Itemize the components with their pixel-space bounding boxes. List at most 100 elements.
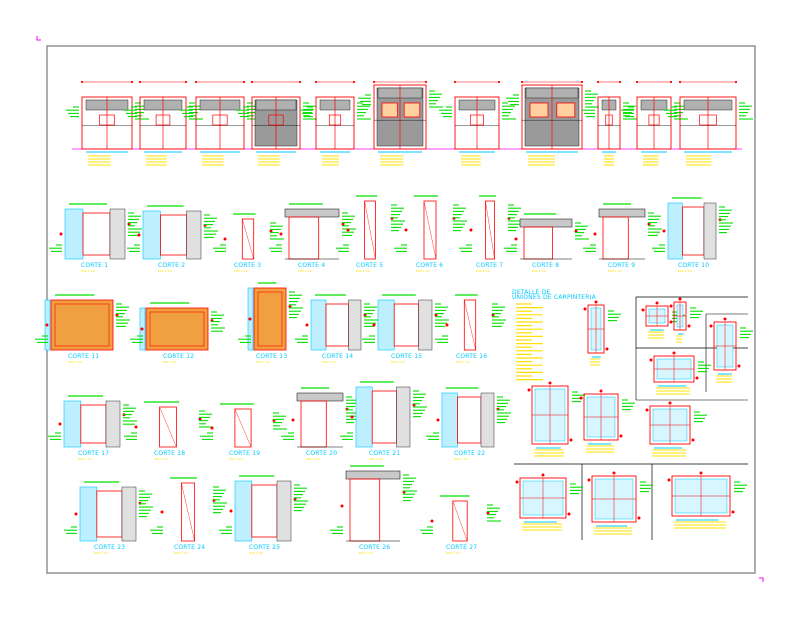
section-scale: ESC 1:10 [234, 269, 248, 273]
section-wall [355, 386, 373, 448]
section-title: CORTE 17 [78, 450, 109, 457]
section-title: CORTE 21 [369, 450, 400, 457]
section-marker [291, 418, 295, 422]
section-sill [598, 208, 646, 218]
section-stud-diagonal [242, 218, 254, 260]
elevation-hardware [648, 114, 660, 126]
detail-marker [668, 401, 672, 405]
section-title: CORTE 18 [154, 450, 185, 457]
section-marker [45, 323, 49, 327]
section-title: CORTE 27 [446, 544, 477, 551]
elevation-7 [439, 80, 516, 166]
section-stud-diagonal [423, 200, 437, 260]
section-marker [59, 232, 63, 236]
elevation-11 [664, 80, 753, 166]
section-marker [445, 323, 449, 327]
section-frame [682, 206, 705, 256]
detail-marker [737, 364, 741, 368]
section-marker [593, 232, 597, 236]
section-stud [485, 200, 495, 260]
section-title: CORTE 10 [678, 262, 709, 269]
section-title: CORTE 4 [298, 262, 325, 269]
detail-marker [709, 324, 713, 328]
section-marker [305, 323, 309, 327]
section-scale: ESC 1:10 [249, 551, 263, 555]
section-marker [514, 237, 518, 241]
detail-marker [649, 358, 653, 362]
detail-8 [645, 401, 707, 457]
section-stud-diagonal [181, 482, 195, 542]
section-marker [140, 327, 144, 331]
section-title: CORTE 14 [322, 353, 353, 360]
section-jamb [523, 226, 554, 260]
detail-marker [723, 317, 727, 321]
detail-10 [587, 471, 653, 535]
section-title: CORTE 24 [174, 544, 205, 551]
section-marker [134, 425, 138, 429]
detail-marker [515, 480, 519, 484]
section-stud [180, 482, 195, 542]
detail-marker [541, 473, 545, 477]
section-finish [348, 299, 362, 351]
section-scale: ESC 1:10 [446, 551, 460, 555]
section-scale: ESC 1:10 [94, 551, 108, 555]
section-jamb [288, 216, 320, 260]
section-title: CORTE 16 [456, 353, 487, 360]
detail-5 [649, 351, 711, 395]
section-member-inner [54, 303, 110, 347]
section-member-inner [257, 291, 283, 347]
detail-marker [599, 389, 603, 393]
section-finish [109, 208, 126, 260]
section-scale: ESC 1:10 [476, 269, 490, 273]
section-finish [276, 480, 292, 542]
section-marker [434, 313, 438, 317]
section-marker [436, 418, 440, 422]
section-title: CORTE 7 [476, 262, 503, 269]
section-frame [457, 396, 482, 444]
section-scale: ESC 1:10 [154, 457, 168, 461]
dimension-tick [130, 80, 134, 84]
section-title: CORTE 25 [249, 544, 280, 551]
elevation-hardware [328, 114, 342, 126]
section-scale: ESC 1:10 [678, 269, 692, 273]
section-scale: ESC 1:10 [391, 360, 405, 364]
section-jamb [300, 400, 327, 448]
section-frame [251, 484, 278, 538]
section-scale: ESC 1:10 [158, 269, 172, 273]
section-scale: ESC 1:10 [163, 360, 177, 364]
section-stud-diagonal [452, 500, 468, 542]
section-title: CORTE 23 [94, 544, 125, 551]
section-wall [441, 392, 458, 448]
section-title: CORTE 12 [163, 353, 194, 360]
crop-mark-top-left [36, 36, 41, 41]
section-finish [418, 299, 433, 351]
elevation-hardware [212, 114, 228, 126]
section-title: CORTE 6 [416, 262, 443, 269]
elevation-hardware [529, 102, 549, 118]
section-scale: ESC 1:10 [256, 360, 270, 364]
section-title: CORTE 5 [356, 262, 383, 269]
elevation-3 [180, 80, 261, 166]
section-finish [703, 202, 717, 260]
section-scale: ESC 1:10 [306, 457, 320, 461]
section-marker [210, 426, 214, 430]
detail-marker [731, 510, 735, 514]
detail-marker [605, 347, 609, 351]
section-title: CORTE 8 [532, 262, 559, 269]
detail-marker [619, 434, 623, 438]
section-title: CORTE 2 [158, 262, 185, 269]
section-frame [159, 214, 187, 256]
detail-9 [515, 473, 583, 531]
section-marker [115, 313, 119, 317]
section-marker [647, 222, 651, 226]
section-frame [393, 303, 419, 347]
crop-mark-bottom-right [759, 577, 764, 582]
section-scale: ESC 1:10 [68, 360, 82, 364]
dimension-tick [734, 80, 738, 84]
